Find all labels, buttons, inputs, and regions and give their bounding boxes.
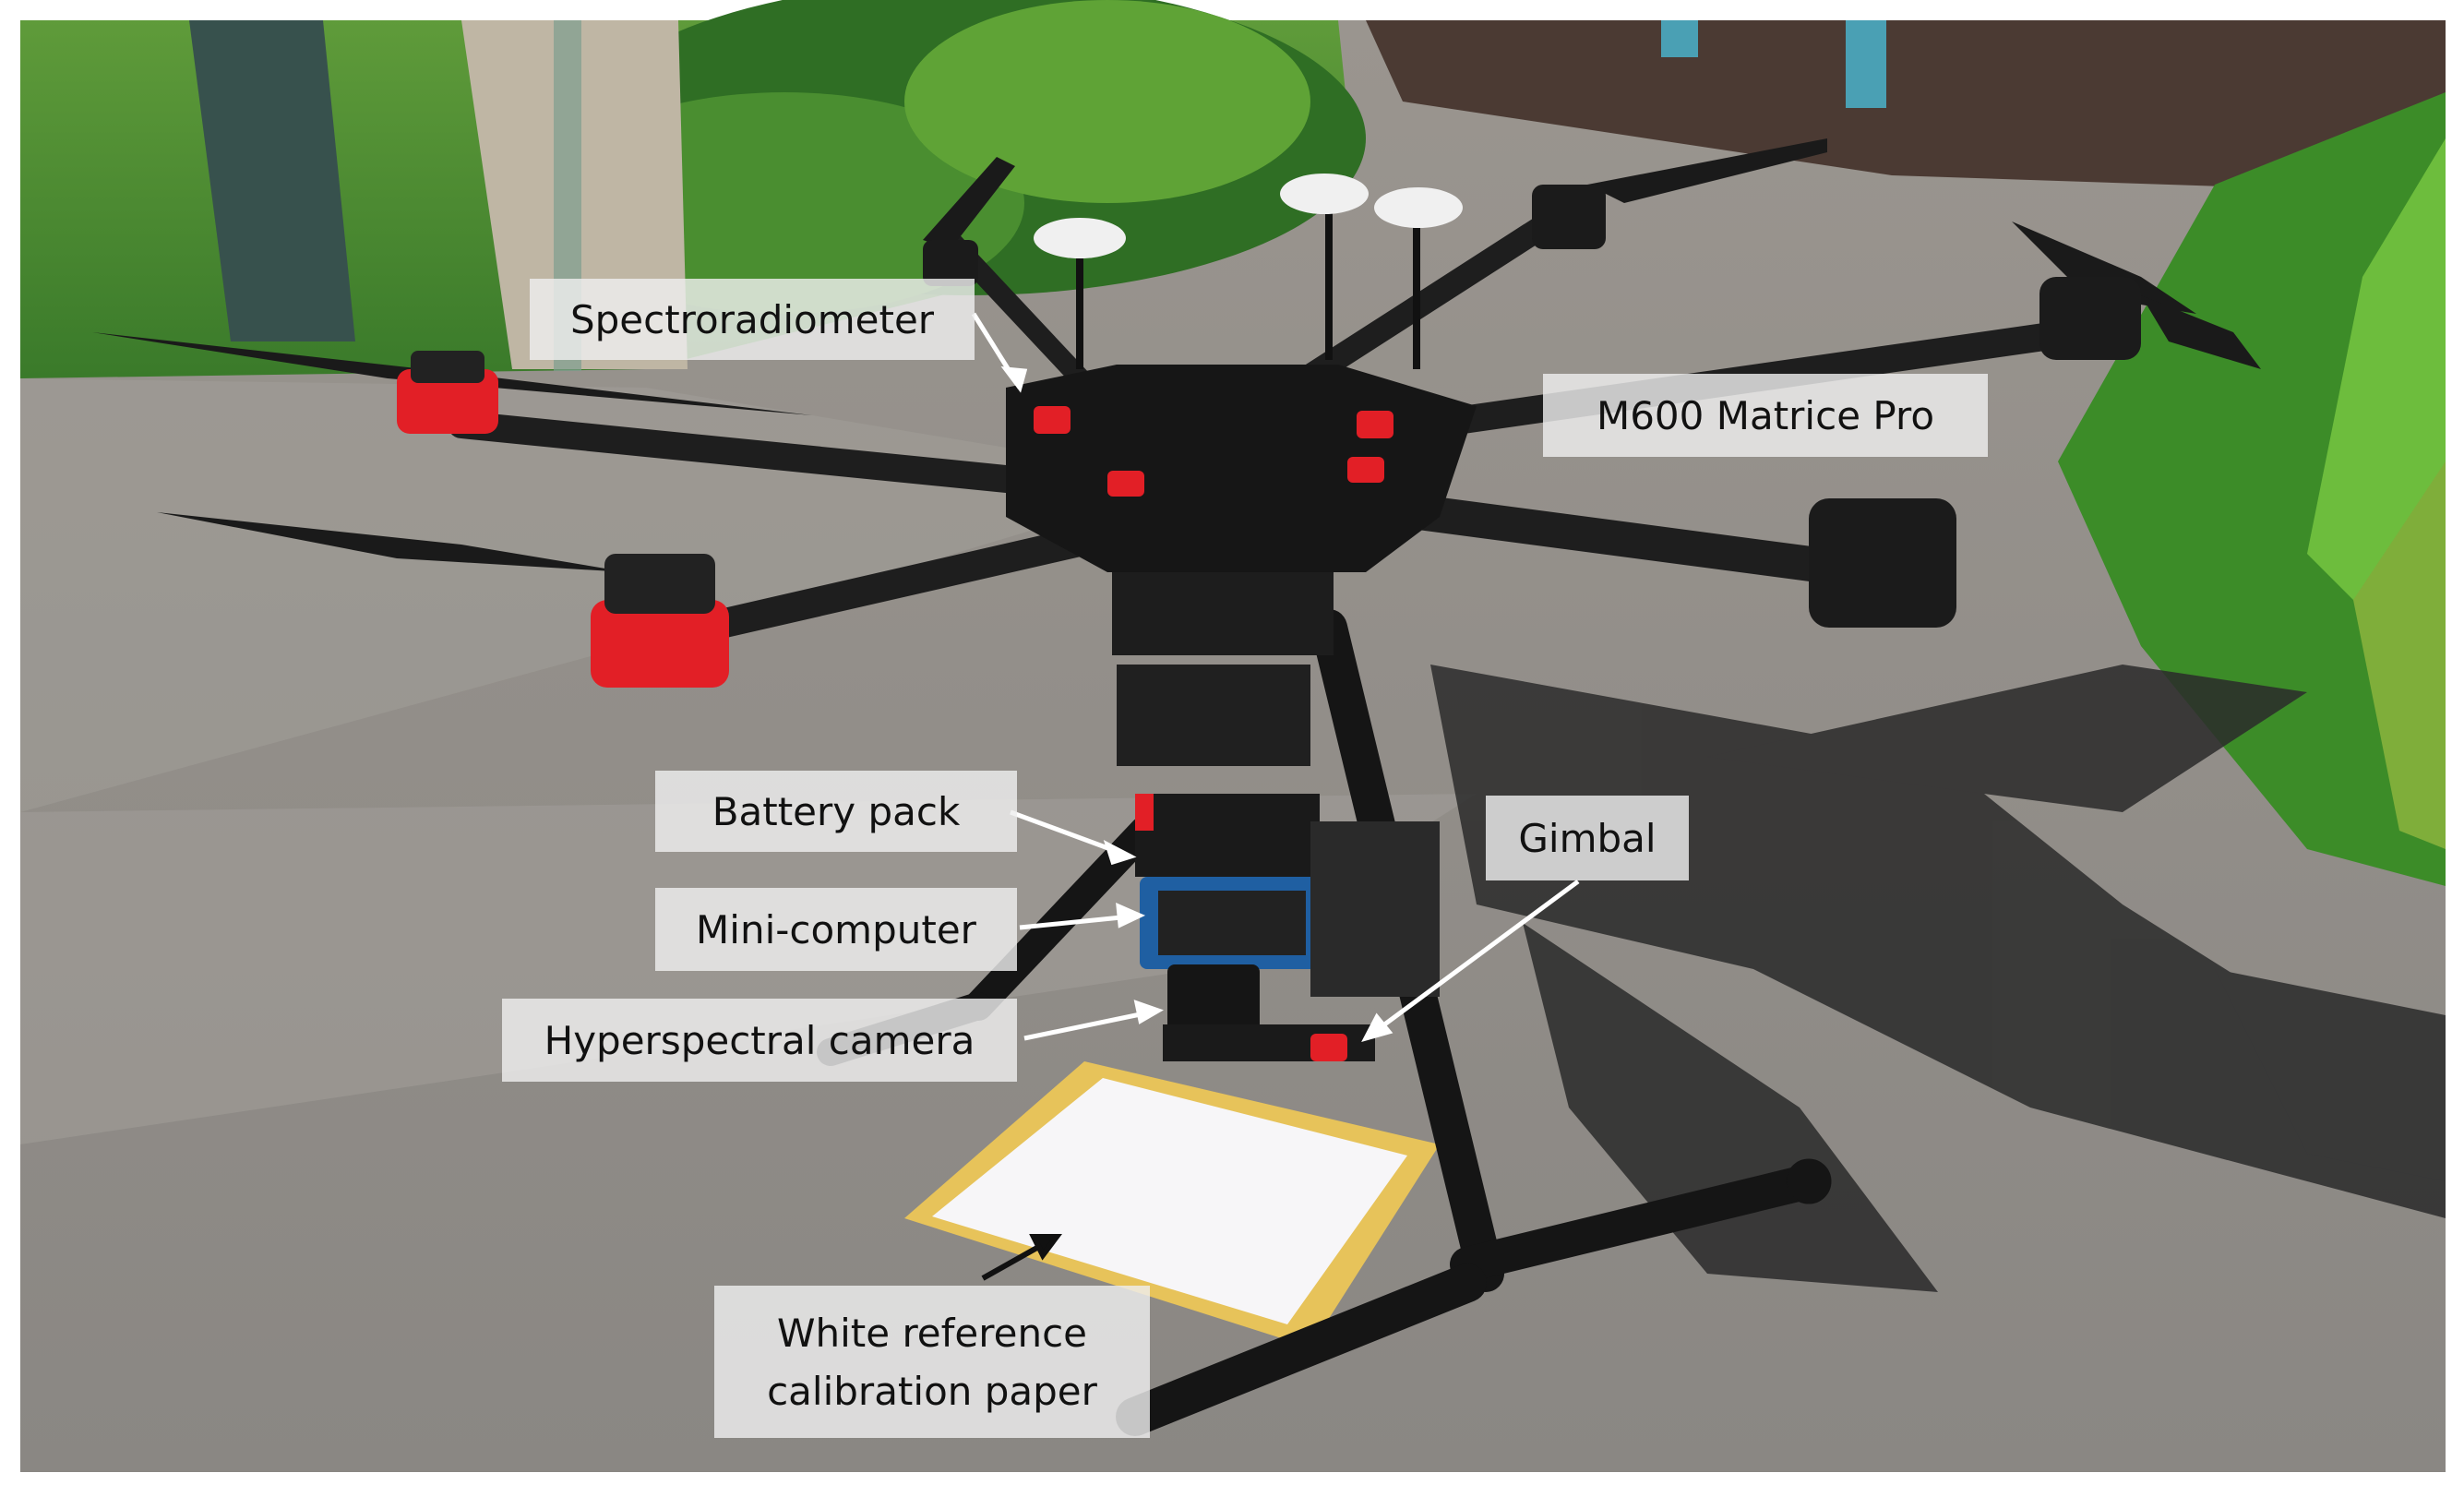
pointer-arrows bbox=[971, 312, 1580, 1042]
drone-body bbox=[1006, 174, 1477, 572]
motors bbox=[397, 185, 2141, 688]
label-white-reference: White reference calibration paper bbox=[714, 1286, 1150, 1438]
wooden-deck bbox=[1366, 20, 2446, 194]
label-hyperspectral-camera: Hyperspectral camera bbox=[502, 999, 1017, 1082]
label-battery-pack: Battery pack bbox=[655, 771, 1017, 852]
label-spectroradiometer: Spectroradiometer bbox=[530, 279, 975, 360]
label-m600-matrice-pro: M600 Matrice Pro bbox=[1543, 374, 1988, 457]
paper-arrow bbox=[981, 1234, 1062, 1281]
label-white-reference-line1: White reference bbox=[776, 1310, 1088, 1356]
label-gimbal: Gimbal bbox=[1486, 796, 1689, 880]
label-mini-computer: Mini-computer bbox=[655, 888, 1017, 971]
payload-stack bbox=[1112, 572, 1440, 1061]
label-white-reference-line2: calibration paper bbox=[767, 1368, 1097, 1414]
white-reference-paper bbox=[904, 1061, 1440, 1347]
